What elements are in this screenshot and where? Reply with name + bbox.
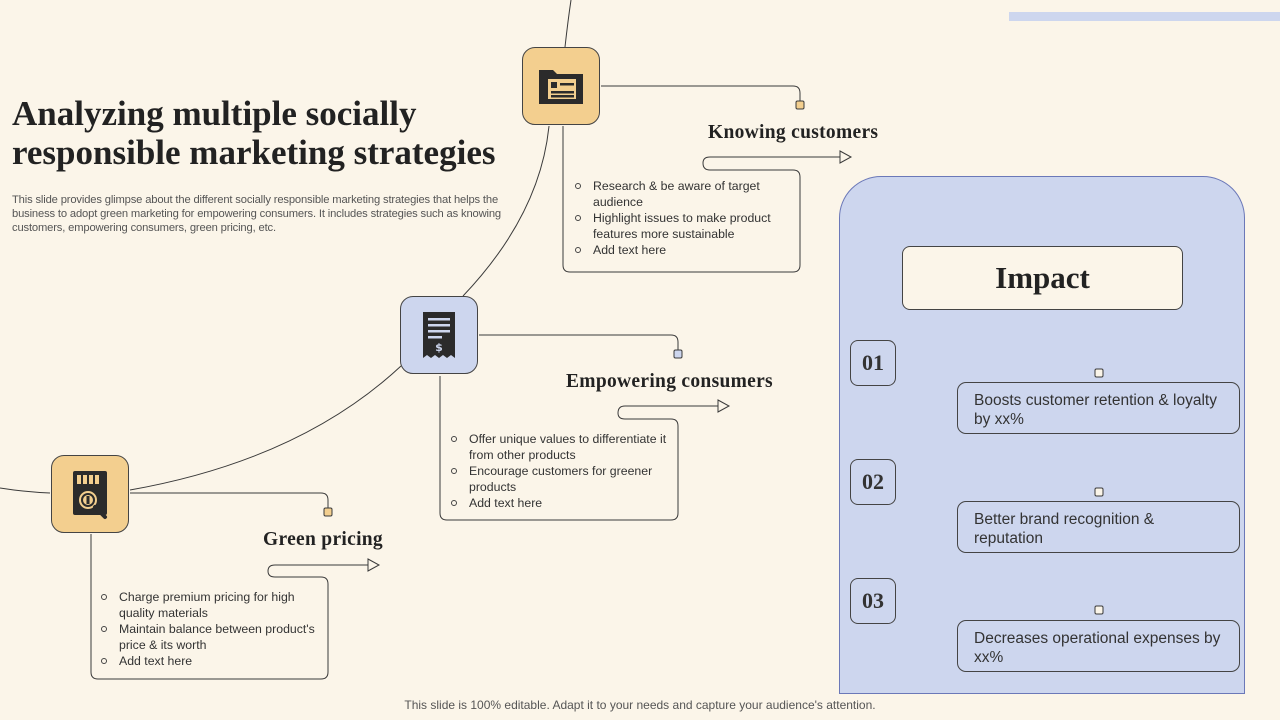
strategy-title-green: Green pricing	[263, 529, 383, 550]
connector-node	[1094, 487, 1104, 497]
pricing-analysis-icon	[51, 455, 129, 533]
bullets-green: Charge premium pricing for high quality …	[97, 589, 319, 669]
bullet-item: Highlight issues to make product feature…	[571, 210, 796, 242]
bullet-item: Offer unique values to differentiate it …	[447, 431, 675, 463]
main-curve	[462, 125, 550, 297]
connector-empowering	[439, 376, 718, 521]
connector-node	[323, 507, 333, 517]
page-title: Analyzing multiple socially responsible …	[12, 94, 496, 172]
bullet-item: Maintain balance between product's price…	[97, 621, 319, 653]
folder-document-icon	[522, 47, 600, 125]
svg-text:$: $	[435, 341, 443, 354]
impact-item: Boosts customer retention & loyalty by x…	[957, 382, 1240, 434]
invoice-dollar-icon: $	[400, 296, 478, 374]
connector-green	[90, 534, 368, 680]
connector-knowing	[601, 85, 801, 101]
page-subtitle: This slide provides glimpse about the di…	[12, 194, 502, 234]
strategy-title-empowering: Empowering consumers	[566, 371, 773, 392]
connector-green	[130, 492, 329, 508]
connector-node	[1094, 368, 1104, 378]
impact-number: 01	[850, 340, 896, 386]
main-curve	[564, 0, 572, 48]
impact-heading: Impact	[902, 246, 1183, 310]
bullet-item: Add text here	[97, 653, 319, 669]
main-curve	[0, 487, 51, 494]
impact-number: 03	[850, 578, 896, 624]
connector-node	[795, 100, 805, 110]
impact-item: Decreases operational expenses by xx%	[957, 620, 1240, 672]
bullet-item: Research & be aware of target audience	[571, 178, 796, 210]
connector-node	[673, 349, 683, 359]
bullet-item: Add text here	[447, 495, 675, 511]
bullet-item: Add text here	[571, 242, 796, 258]
bullets-empowering: Offer unique values to differentiate it …	[447, 431, 675, 511]
main-curve	[129, 365, 402, 491]
bullet-item: Charge premium pricing for high quality …	[97, 589, 319, 621]
connector-knowing	[562, 126, 840, 273]
impact-number: 02	[850, 459, 896, 505]
connector-empowering	[479, 334, 679, 350]
bullet-item: Encourage customers for greener products	[447, 463, 675, 495]
strategy-title-knowing: Knowing customers	[708, 122, 879, 143]
footer-note: This slide is 100% editable. Adapt it to…	[404, 698, 876, 712]
impact-item: Better brand recognition & reputation	[957, 501, 1240, 553]
top-accent-bar	[1009, 12, 1280, 21]
connector-node	[1094, 605, 1104, 615]
bullets-knowing: Research & be aware of target audience H…	[571, 178, 796, 258]
